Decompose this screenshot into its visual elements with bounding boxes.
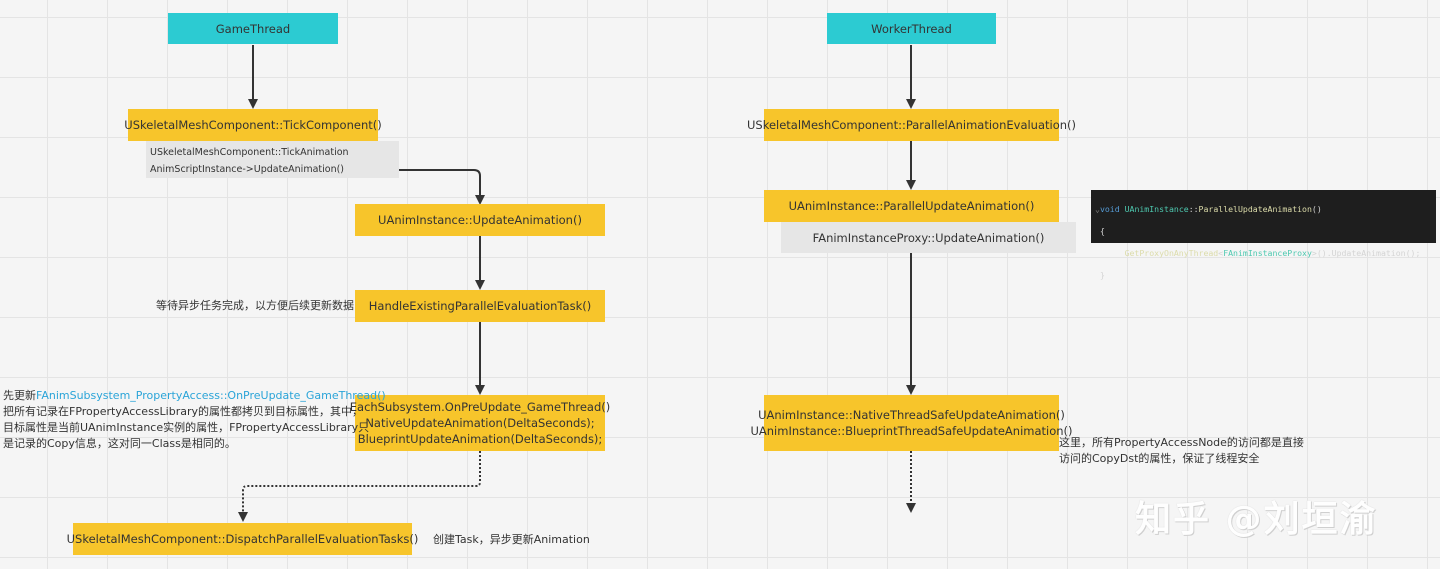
pre-update-line1: EachSubsystem.OnPreUpdate_GameThread(): [349, 400, 611, 414]
threadsafe-line1: UAnimInstance::NativeThreadSafeUpdateAni…: [758, 408, 1065, 422]
threadsafe-node: UAnimInstance::NativeThreadSafeUpdateAni…: [750, 395, 1073, 451]
pre-update-line3: BlueprintUpdateAnimation(DeltaSeconds);: [357, 432, 603, 446]
pre-update-note-line4: 是记录的Copy信息，这对同一Class是相同的。: [3, 437, 236, 450]
code-call-type: FAnimInstanceProxy: [1223, 248, 1312, 258]
dispatch-label: USkeletalMeshComponent::DispatchParallel…: [66, 532, 419, 546]
code-keyword: void: [1099, 204, 1120, 214]
code-open-brace: {: [1099, 226, 1105, 236]
parallel-update-node: UAnimInstance::ParallelUpdateAnimation(): [764, 190, 1059, 222]
proxy-update-node: FAnimInstanceProxy::UpdateAnimation(): [781, 222, 1076, 253]
code-call-fn: GetProxyOnAnyThread: [1124, 248, 1219, 258]
tick-component-label: USkeletalMeshComponent::TickComponent(): [124, 118, 382, 132]
tick-component-node: USkeletalMeshComponent::TickComponent(): [124, 109, 382, 141]
update-animation-node: UAnimInstance::UpdateAnimation(): [355, 204, 605, 236]
threadsafe-note-line2: 访问的CopyDst的属性，保证了线程安全: [1059, 452, 1260, 465]
code-line-signature: ⌄void UAnimInstance::ParallelUpdateAnima…: [1095, 204, 1322, 214]
handle-task-node: HandleExistingParallelEvaluationTask(): [355, 290, 605, 322]
parallel-update-label: UAnimInstance::ParallelUpdateAnimation(): [788, 199, 1035, 213]
pre-update-line2: NativeUpdateAnimation(DeltaSeconds);: [365, 416, 595, 430]
gamethread-node: GameThread: [168, 13, 338, 44]
tick-component-detail-line1: USkeletalMeshComponent::TickAnimation: [150, 147, 349, 158]
pre-update-node: EachSubsystem.OnPreUpdate_GameThread() N…: [350, 395, 610, 451]
create-task-note: 创建Task，异步更新Animation: [433, 533, 590, 546]
tick-component-detail: USkeletalMeshComponent::TickAnimation An…: [146, 141, 399, 178]
code-method: ParallelUpdateAnimation: [1198, 204, 1312, 214]
pre-update-note-line2: 把所有记录在FPropertyAccessLibrary的属性都拷贝到目标属性，…: [3, 405, 363, 418]
parallel-eval-label: USkeletalMeshComponent::ParallelAnimatio…: [746, 118, 1077, 132]
parallel-eval-node: USkeletalMeshComponent::ParallelAnimatio…: [747, 109, 1076, 141]
code-snippet: ⌄void UAnimInstance::ParallelUpdateAnima…: [1091, 190, 1436, 280]
pre-update-note-prefix: 先更新: [3, 389, 36, 402]
workerthread-node: WorkerThread: [827, 13, 996, 44]
update-animation-label: UAnimInstance::UpdateAnimation(): [378, 213, 582, 227]
pre-update-note: 先更新FAnimSubsystem_PropertyAccess::OnPreU…: [3, 388, 386, 452]
arrow-tick-to-updateanimation: [398, 169, 485, 205]
code-close-brace: }: [1099, 270, 1105, 280]
threadsafe-line2: UAnimInstance::BlueprintThreadSafeUpdate…: [750, 424, 1073, 438]
pre-update-note-line1: 先更新FAnimSubsystem_PropertyAccess::OnPreU…: [3, 388, 386, 404]
arrow-preupdate-to-dispatch: [238, 451, 481, 522]
handle-task-label: HandleExistingParallelEvaluationTask(): [368, 299, 592, 313]
code-signature-tail: (): [1311, 204, 1322, 214]
pre-update-note-line3: 目标属性是当前UAnimInstance实例的属性，FPropertyAcces…: [3, 421, 370, 434]
code-line-call: GetProxyOnAnyThread<FAnimInstanceProxy>(…: [1124, 248, 1421, 258]
code-line-open: {: [1095, 226, 1436, 237]
onpreupdate-link[interactable]: FAnimSubsystem_PropertyAccess::OnPreUpda…: [36, 389, 386, 402]
proxy-update-label: FAnimInstanceProxy::UpdateAnimation(): [812, 230, 1045, 245]
tick-component-detail-line2: AnimScriptInstance->UpdateAnimation(): [150, 164, 345, 175]
wait-task-note: 等待异步任务完成，以方便后续更新数据: [156, 299, 354, 312]
dispatch-node: USkeletalMeshComponent::DispatchParallel…: [67, 523, 418, 555]
workerthread-label: WorkerThread: [871, 21, 952, 36]
code-line-close: }: [1095, 270, 1436, 281]
watermark: 知乎 @刘垣渝: [1135, 499, 1378, 540]
gamethread-label: GameThread: [215, 21, 291, 36]
threadsafe-note: 这里，所有PropertyAccessNode的访问都是直接 访问的CopyDs…: [1059, 435, 1304, 467]
threadsafe-note-line1: 这里，所有PropertyAccessNode的访问都是直接: [1059, 436, 1304, 449]
code-call-tail: ().UpdateAnimation();: [1316, 248, 1421, 258]
code-class: UAnimInstance: [1124, 204, 1189, 214]
